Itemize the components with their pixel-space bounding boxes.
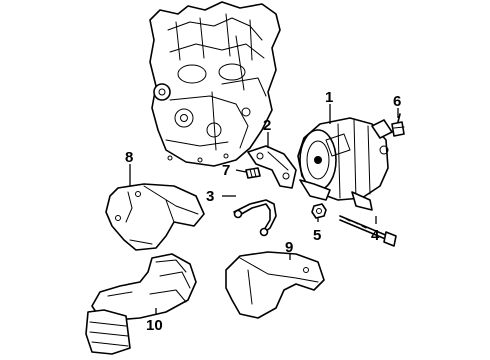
part-6-terminal-stud (391, 113, 405, 137)
callout-1: 1 (325, 89, 333, 106)
engine-block (149, 1, 281, 167)
part-7-stud (245, 167, 261, 179)
callout-8: 8 (125, 149, 133, 166)
part-3-brace (233, 199, 277, 237)
callout-4: 4 (371, 227, 380, 244)
part-5-nut (311, 203, 327, 219)
callout-7: 7 (222, 162, 230, 179)
part-4-bolt (339, 215, 397, 247)
callout-2: 2 (263, 117, 271, 134)
part-10-air-duct (85, 253, 197, 355)
part-9-cover (225, 251, 325, 319)
callout-10: 10 (146, 317, 163, 334)
part-8-heat-shield (105, 183, 205, 251)
leader-lines (129, 104, 399, 314)
part-2-mounting-bracket (247, 145, 297, 189)
part-1-alternator (297, 117, 393, 211)
callout-9: 9 (285, 239, 293, 256)
callout-3: 3 (206, 188, 214, 205)
callout-6: 6 (393, 93, 401, 110)
callout-5: 5 (313, 227, 321, 244)
